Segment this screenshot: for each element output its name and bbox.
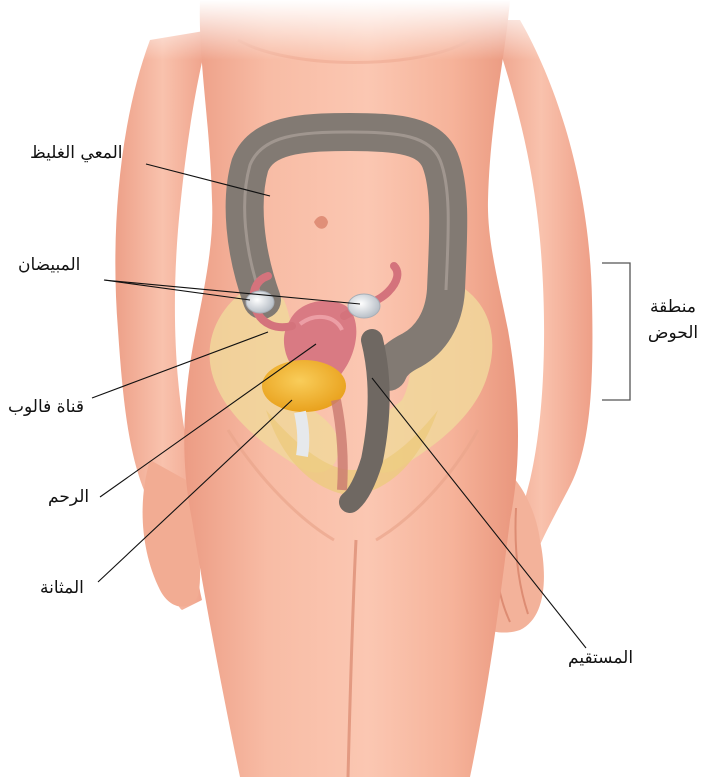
label-ovaries: المبيضان xyxy=(18,255,80,275)
label-pelvic-region: منطقة الحوض xyxy=(636,295,710,346)
label-uterus: الرحم xyxy=(48,487,89,507)
label-large-intestine: المعي الغليظ xyxy=(30,143,123,163)
pelvic-region-bracket xyxy=(602,263,630,400)
top-fade xyxy=(0,0,712,60)
ovary-right xyxy=(348,294,380,318)
label-bladder: المثانة xyxy=(40,578,84,598)
label-fallopian-tube: قناة فالوب xyxy=(8,397,84,417)
label-rectum: المستقيم xyxy=(568,648,633,668)
urethra xyxy=(300,412,303,456)
